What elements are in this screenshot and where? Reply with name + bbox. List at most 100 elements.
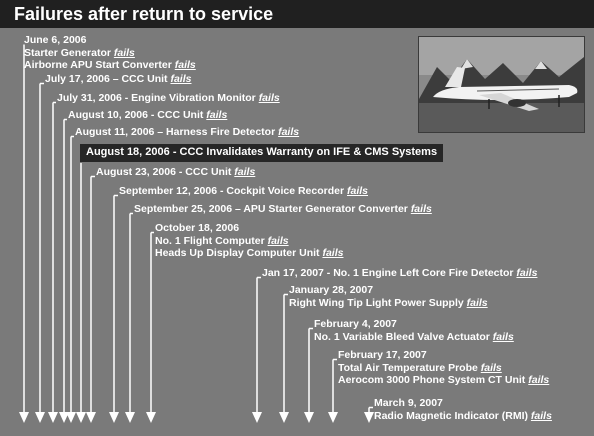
event-text: July 31, 2006 - Engine Vibration Monitor <box>57 92 259 104</box>
photo-window-line <box>476 88 560 92</box>
airplane-photo <box>418 36 585 133</box>
fails-label: fails <box>322 247 344 259</box>
arrowhead-icon <box>109 412 119 423</box>
fails-label: fails <box>492 330 514 343</box>
event-line: No. 1 Variable Bleed Valve Actuator fail… <box>314 331 514 344</box>
event-highlight: August 18, 2006 - CCC Invalidates Warran… <box>80 144 444 162</box>
event-text: Right Wing Tip Light Power Supply <box>289 296 467 309</box>
event-line: No. 1 Flight Computer fails <box>155 235 343 248</box>
event-line: March 9, 2007 <box>374 397 552 410</box>
event-line: Jan 17, 2007 - No. 1 Engine Left Core Fi… <box>262 267 537 280</box>
event-label: July 31, 2006 - Engine Vibration Monitor… <box>57 92 280 105</box>
event-text: Radio Magnetic Indicator (RMI) <box>374 409 531 422</box>
event-line: September 12, 2006 - Cockpit Voice Recor… <box>119 185 368 198</box>
arrowhead-icon <box>304 412 314 423</box>
event-text: September 25, 2006 – APU Starter Generat… <box>134 203 411 215</box>
fails-label: fails <box>258 92 280 104</box>
event-text: February 17, 2007 <box>338 349 427 361</box>
event-label: August 11, 2006 – Harness Fire Detector … <box>75 126 299 139</box>
event-label: September 25, 2006 – APU Starter Generat… <box>134 203 432 216</box>
arrowhead-icon <box>35 412 45 423</box>
event-line: Heads Up Display Computer Unit fails <box>155 247 343 260</box>
event-label: August 10, 2006 - CCC Unit fails <box>68 109 227 122</box>
fails-label: fails <box>206 109 228 121</box>
arrowhead-icon <box>146 412 156 423</box>
event-line: October 18, 2006 <box>155 222 343 235</box>
event-text: Aerocom 3000 Phone System CT Unit <box>338 374 529 386</box>
arrowhead-icon <box>76 412 86 423</box>
event-label: August 23, 2006 - CCC Unit fails <box>96 166 255 179</box>
event-text: Total Air Temperature Probe <box>338 361 481 374</box>
event-text: Jan 17, 2007 - No. 1 Engine Left Core Fi… <box>262 267 517 279</box>
fails-label: fails <box>516 267 538 279</box>
event-line: Starter Generator fails <box>24 47 196 60</box>
event-line: Airborne APU Start Converter fails <box>24 59 196 72</box>
event-text: August 23, 2006 - CCC Unit <box>96 166 235 178</box>
event-line: August 23, 2006 - CCC Unit fails <box>96 166 255 179</box>
arrowhead-icon <box>328 412 338 423</box>
photo-engine <box>508 99 526 107</box>
fails-label: fails <box>346 185 368 197</box>
photo-tail-fin <box>445 67 465 87</box>
photo-snow-cap <box>535 61 547 69</box>
event-text: January 28, 2007 <box>289 284 374 296</box>
event-line: August 11, 2006 – Harness Fire Detector … <box>75 126 299 139</box>
fails-label: fails <box>174 59 196 71</box>
fails-label: fails <box>278 126 300 138</box>
fails-label: fails <box>480 361 502 374</box>
fails-label: fails <box>234 166 256 178</box>
arrowhead-icon <box>364 412 374 423</box>
event-text: October 18, 2006 <box>155 222 240 234</box>
event-text: Starter Generator <box>24 46 114 59</box>
arrowhead-icon <box>125 412 135 423</box>
arrowhead-icon <box>252 412 262 423</box>
photo-ground <box>419 103 584 132</box>
arrowhead-icon <box>19 412 29 423</box>
event-line: Total Air Temperature Probe fails <box>338 362 549 375</box>
event-label: September 12, 2006 - Cockpit Voice Recor… <box>119 185 368 198</box>
event-text: September 12, 2006 - Cockpit Voice Recor… <box>119 185 347 197</box>
title-bar: Failures after return to service <box>0 0 594 28</box>
fails-label: fails <box>528 374 550 386</box>
event-line: Aerocom 3000 Phone System CT Unit fails <box>338 374 549 387</box>
arrowhead-icon <box>66 412 76 423</box>
fails-label: fails <box>466 296 488 309</box>
event-line: August 18, 2006 - CCC Invalidates Warran… <box>86 146 437 159</box>
arrowhead-icon <box>59 412 69 423</box>
event-line: Right Wing Tip Light Power Supply fails <box>289 297 488 310</box>
event-line: August 10, 2006 - CCC Unit fails <box>68 109 227 122</box>
event-line: June 6, 2006 <box>24 34 196 47</box>
event-line: September 25, 2006 – APU Starter Generat… <box>134 203 432 216</box>
event-line: February 17, 2007 <box>338 349 549 362</box>
event-text: August 10, 2006 - CCC Unit <box>68 109 207 121</box>
event-text: June 6, 2006 <box>24 34 87 46</box>
arrowhead-icon <box>86 412 96 423</box>
event-text: No. 1 Flight Computer <box>155 234 268 247</box>
slide-title: Failures after return to service <box>14 4 274 24</box>
event-text: August 18, 2006 - CCC Invalidates Warran… <box>86 146 438 158</box>
fails-label: fails <box>170 73 192 85</box>
photo-snow-cap <box>461 59 473 69</box>
event-text: Heads Up Display Computer Unit <box>155 247 323 259</box>
event-line: July 17, 2006 – CCC Unit fails <box>45 73 191 86</box>
event-label: Jan 17, 2007 - No. 1 Engine Left Core Fi… <box>262 267 537 280</box>
event-text: August 11, 2006 – Harness Fire Detector <box>75 126 279 138</box>
event-label: July 17, 2006 – CCC Unit fails <box>45 73 191 86</box>
event-line: February 4, 2007 <box>314 318 514 331</box>
arrowhead-icon <box>48 412 58 423</box>
fails-label: fails <box>530 409 552 422</box>
event-text: March 9, 2007 <box>374 397 443 409</box>
photo-fuselage <box>433 85 578 100</box>
fails-label: fails <box>410 203 432 215</box>
event-line: Radio Magnetic Indicator (RMI) fails <box>374 410 552 423</box>
event-text: February 4, 2007 <box>314 318 397 330</box>
arrowhead-icon <box>279 412 289 423</box>
